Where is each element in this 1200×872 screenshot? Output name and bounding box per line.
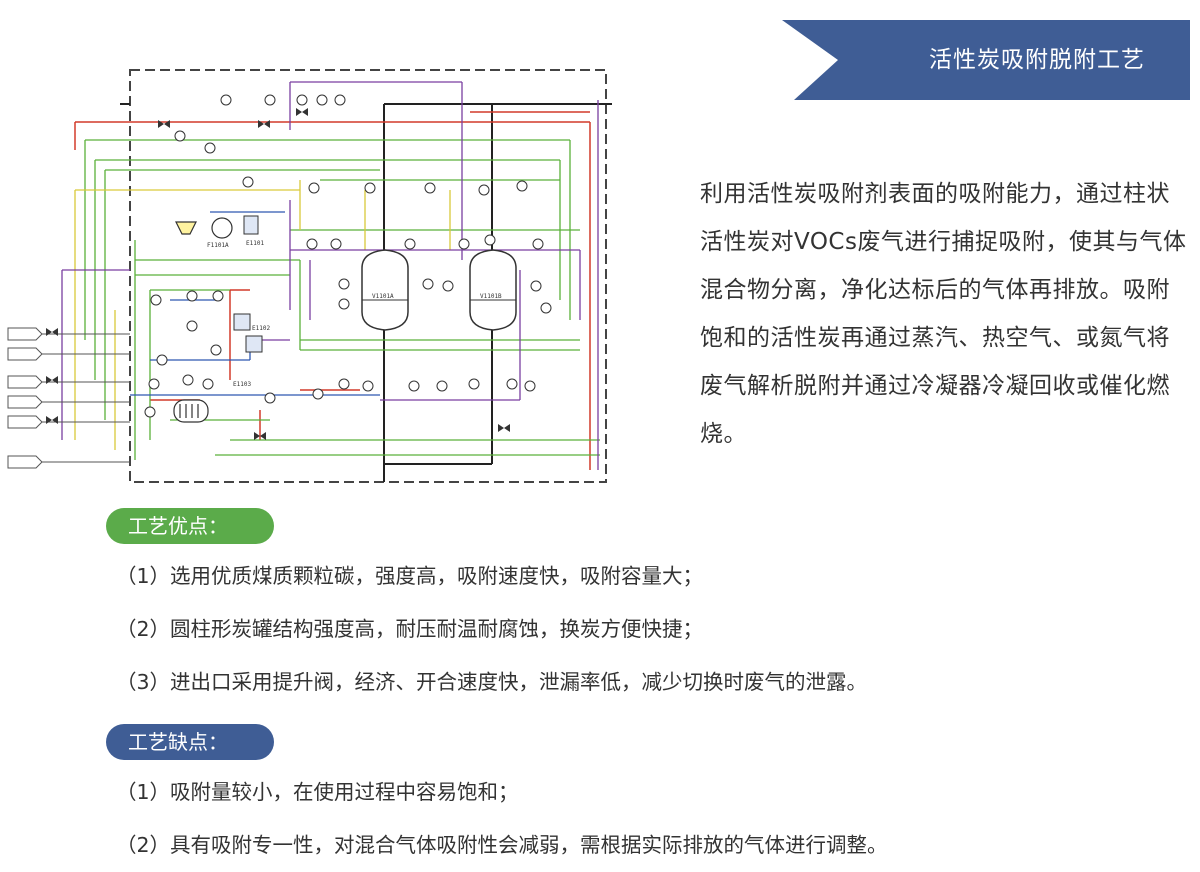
heat-exchanger <box>173 399 209 423</box>
banner-shape <box>782 20 1190 100</box>
vessel-label-b: V1101B <box>480 293 502 300</box>
advantages-list: （1）选用优质煤质颗粒碳，强度高，吸附速度快，吸附容量大； （2）圆柱形炭罐结构… <box>116 550 867 709</box>
feed-tags <box>7 327 43 469</box>
instrument-bubbles <box>144 94 552 418</box>
list-item: （2）圆柱形炭罐结构强度高，耐压耐温耐腐蚀，换炭方便快捷； <box>116 617 704 641</box>
disadvantages-heading: 工艺缺点： <box>106 724 274 760</box>
boundary-box <box>129 69 607 483</box>
valves <box>46 108 510 440</box>
vessel-label-a: V1101A <box>372 293 394 300</box>
utility-lines-green <box>84 139 600 460</box>
banner-title: 活性炭吸附脱附工艺 <box>929 47 1145 73</box>
process-flow-diagram: V1101A V1101B F1101A E1101 E1102 E1103 <box>7 69 612 483</box>
disadvantages-list: （1）吸附量较小，在使用过程中容易饱和； （2）具有吸附专一性，对混合气体吸附性… <box>116 766 888 872</box>
equipment-label-e1103: E1103 <box>233 381 251 388</box>
condenser-boxes <box>233 215 263 353</box>
list-item: （2）具有吸附专一性，对混合气体吸附性会减弱，需根据实际排放的气体进行调整。 <box>116 833 888 857</box>
gas-lines-purple <box>61 81 599 470</box>
list-item: （1）选用优质煤质颗粒碳，强度高，吸附速度快，吸附容量大； <box>116 564 704 588</box>
adsorber-b <box>469 249 517 331</box>
advantages-heading: 工艺优点： <box>106 508 274 544</box>
utility-lines-yellow <box>74 180 451 450</box>
equipment-label-e1102: E1102 <box>252 325 270 332</box>
process-description: 利用活性炭吸附剂表面的吸附能力，通过柱状活性炭对VOCs废气进行捕捉吸附，使其与… <box>700 181 1187 447</box>
equipment-label-e1101: E1101 <box>246 240 264 247</box>
adsorber-a <box>361 249 409 331</box>
list-item: （1）吸附量较小，在使用过程中容易饱和； <box>116 780 519 804</box>
title-banner: 活性炭吸附脱附工艺 <box>782 20 1190 100</box>
list-item: （3）进出口采用提升阀，经济、开合速度快，泄漏率低，减少切换时废气的泄露。 <box>116 670 868 694</box>
blower <box>175 217 233 239</box>
equipment-label-f1101a: F1101A <box>207 242 229 249</box>
